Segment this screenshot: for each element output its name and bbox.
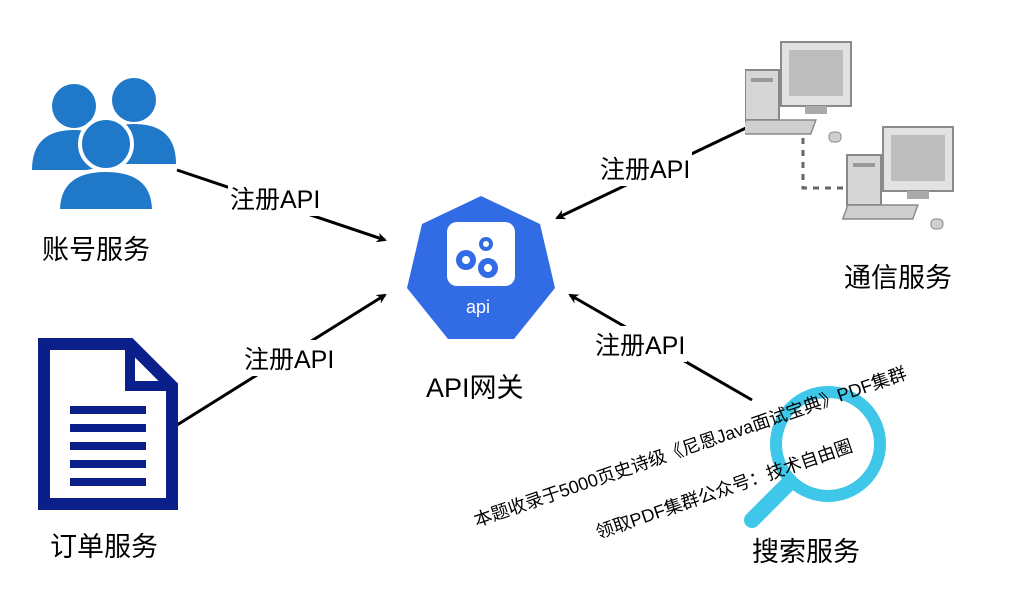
- search-service-label: 搜索服务: [752, 537, 860, 567]
- document-icon: [38, 338, 178, 510]
- edge-label-account: 注册API: [228, 180, 323, 216]
- gateway-gear-icon: [407, 196, 555, 339]
- computers-icon: [745, 41, 954, 230]
- order-service-label: 订单服务: [50, 532, 158, 562]
- edge-label-order: 注册API: [242, 340, 337, 376]
- account-service-label: 账号服务: [42, 235, 150, 265]
- magnifier-icon: [744, 386, 886, 528]
- gateway-badge-text: api: [466, 297, 491, 317]
- edge-label-comm: 注册API: [598, 150, 693, 186]
- comm-service-label: 通信服务: [844, 263, 952, 293]
- gateway-label: API网关: [426, 373, 524, 403]
- users-icon: [32, 78, 176, 213]
- edge-label-search: 注册API: [593, 326, 688, 362]
